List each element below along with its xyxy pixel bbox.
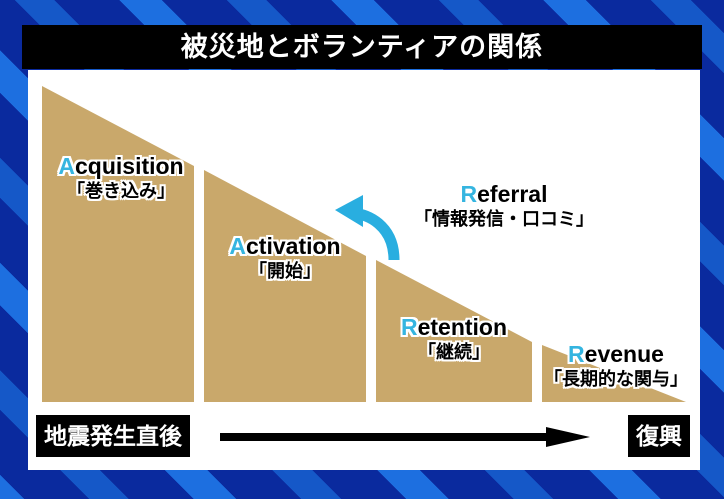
timeline-arrow-icon [220, 427, 590, 447]
timeline-start-box: 地震発生直後 [36, 415, 190, 457]
content-card: Acquisition 「巻き込み」 Activation 「開始」 Reten… [28, 70, 700, 470]
timeline-end-box: 復興 [628, 415, 690, 457]
timeline-start-label: 地震発生直後 [44, 422, 182, 449]
funnel-bar-revenue[interactable] [542, 345, 686, 402]
funnel-bars-svg [42, 86, 686, 402]
title-bar: 被災地とボランティアの関係 [22, 25, 702, 69]
funnel-bar-activation[interactable] [204, 170, 366, 402]
funnel-chart: Acquisition 「巻き込み」 Activation 「開始」 Reten… [28, 70, 700, 408]
funnel-bar-retention[interactable] [376, 260, 532, 402]
funnel-bar-acquisition[interactable] [42, 86, 194, 402]
page-title: 被災地とボランティアの関係 [180, 31, 544, 62]
timeline-end-label: 復興 [636, 422, 682, 449]
timeline-bar: 地震発生直後 復興 [28, 415, 700, 461]
